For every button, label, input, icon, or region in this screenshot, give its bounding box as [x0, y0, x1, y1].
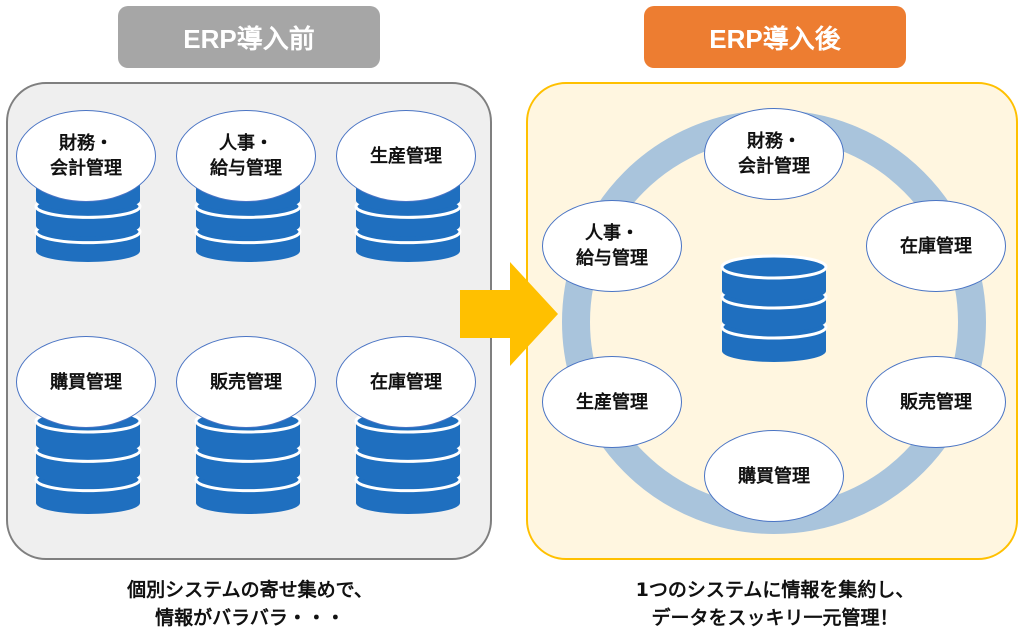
database-tier	[196, 450, 300, 485]
database-tier	[36, 206, 140, 237]
before-caption: 個別システムの寄せ集めで、 情報がバラバラ・・・	[127, 579, 373, 629]
database-tier	[196, 421, 300, 456]
after-module-hr: 人事・ 給与管理	[542, 200, 682, 292]
database-tier	[722, 297, 826, 332]
database-tier	[356, 450, 460, 485]
database-tier	[722, 267, 826, 302]
after-module-production: 生産管理	[542, 356, 682, 448]
database-tier	[36, 231, 140, 262]
before-module-hr: 人事・ 給与管理	[176, 110, 316, 202]
database-icon	[720, 254, 828, 362]
before-module-production: 生産管理	[336, 110, 476, 202]
after-module-sales: 販売管理	[866, 356, 1006, 448]
database-tier	[36, 479, 140, 514]
after-module-inventory: 在庫管理	[866, 200, 1006, 292]
before-module-finance: 財務・ 会計管理	[16, 110, 156, 202]
after-caption: 1つのシステムに情報を集約し、 データをスッキリ一元管理！	[635, 579, 915, 629]
database-tier	[36, 450, 140, 485]
database-tier	[196, 479, 300, 514]
before-module-sales: 販売管理	[176, 336, 316, 428]
before-module-purchasing: 購買管理	[16, 336, 156, 428]
database-tier	[196, 206, 300, 237]
before-title: ERP導入前	[118, 6, 380, 68]
database-tier	[356, 231, 460, 262]
database-tier-top	[720, 254, 828, 280]
database-icon	[34, 408, 142, 514]
after-module-finance: 財務・ 会計管理	[704, 108, 844, 200]
after-title: ERP導入後	[644, 6, 906, 68]
right-arrow-icon	[460, 262, 558, 366]
database-tier	[36, 421, 140, 456]
database-tier	[356, 479, 460, 514]
database-tier	[196, 231, 300, 262]
database-tier	[356, 206, 460, 237]
database-tier	[356, 421, 460, 456]
after-module-purchasing: 購買管理	[704, 430, 844, 522]
database-tier	[722, 327, 826, 362]
before-module-inventory: 在庫管理	[336, 336, 476, 428]
